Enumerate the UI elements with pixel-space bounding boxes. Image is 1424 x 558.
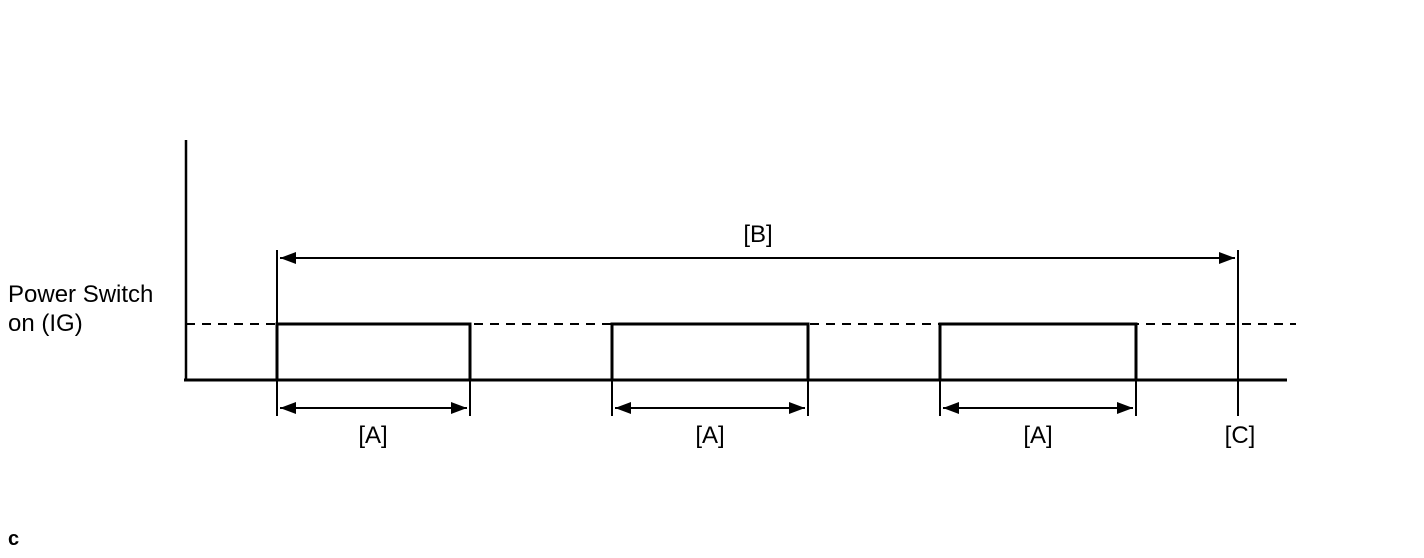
pulse-2 bbox=[610, 322, 810, 381]
signal-label-line1: Power Switch bbox=[8, 281, 153, 308]
pulse-1 bbox=[275, 322, 472, 381]
signal-label-line2: on (IG) bbox=[8, 310, 83, 337]
dimension-a-1: [A] bbox=[276, 381, 471, 449]
pulse-3 bbox=[938, 322, 1138, 381]
dim-a1-label: [A] bbox=[358, 422, 387, 449]
figure-footnote-mark: c bbox=[8, 528, 19, 550]
dim-c-label: [C] bbox=[1225, 422, 1256, 449]
pulse-train bbox=[275, 322, 1138, 381]
signal-label: Power Switch on (IG) bbox=[8, 281, 153, 337]
dimension-a-3: [A] bbox=[939, 381, 1137, 449]
axes bbox=[184, 140, 1296, 382]
dimension-a-2: [A] bbox=[611, 381, 809, 449]
dim-b-label: [B] bbox=[743, 221, 772, 248]
dimension-b: [B] bbox=[276, 221, 1239, 416]
dim-a2-label: [A] bbox=[695, 422, 724, 449]
dim-a3-label: [A] bbox=[1023, 422, 1052, 449]
